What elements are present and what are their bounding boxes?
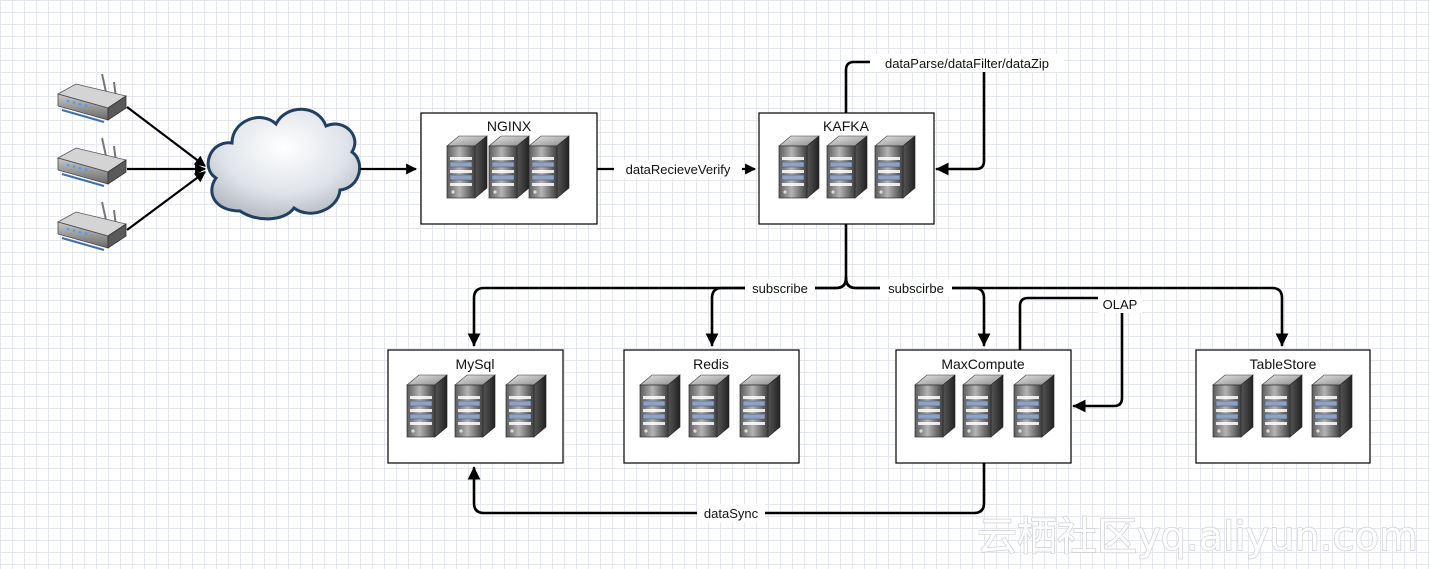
watermark: 云栖社区yq.aliyun.com — [977, 514, 1418, 560]
server-icon — [914, 374, 956, 438]
label-olap: OLAP — [1103, 297, 1138, 312]
server-icon — [688, 374, 730, 438]
node-title-nginx: NGINX — [487, 118, 532, 134]
edge-olap-loop: OLAP — [1018, 295, 1142, 413]
label-data-receive-verify: dataRecieveVerify — [626, 162, 731, 177]
edge-kafka-self-loop: dataParse/dataFilter/dataZip — [844, 54, 1064, 176]
router-icon — [57, 201, 127, 251]
node-nginx[interactable]: NGINX — [420, 112, 598, 225]
label-subscribe-right: subscirbe — [888, 281, 944, 296]
label-data-sync: dataSync — [704, 506, 759, 521]
server-icon — [505, 374, 547, 438]
server-icon — [739, 374, 781, 438]
node-tablestore[interactable]: TableStore — [1195, 349, 1371, 464]
server-icon — [1013, 374, 1055, 438]
server-icon — [488, 135, 530, 199]
node-title-mysql: MySql — [456, 356, 495, 372]
node-redis[interactable]: Redis — [623, 349, 800, 464]
server-icon — [962, 374, 1004, 438]
server-icon — [1311, 374, 1353, 438]
router-icon — [57, 73, 127, 123]
server-icon — [874, 135, 916, 199]
node-title-maxcompute: MaxCompute — [941, 356, 1024, 372]
server-icon — [406, 374, 448, 438]
node-title-kafka: KAFKA — [823, 118, 870, 134]
node-title-tablestore: TableStore — [1250, 356, 1317, 372]
node-kafka[interactable]: KAFKA — [758, 112, 935, 225]
node-maxcompute[interactable]: MaxCompute — [895, 349, 1072, 464]
server-icon — [778, 135, 820, 199]
edge-data-sync: dataSync — [467, 461, 986, 522]
node-mysql[interactable]: MySql — [387, 349, 564, 464]
label-subscribe-left: subscribe — [752, 281, 808, 296]
server-icon — [1212, 374, 1254, 438]
server-icon — [1261, 374, 1303, 438]
edge-devices-to-cloud — [126, 106, 207, 231]
node-title-redis: Redis — [693, 356, 729, 372]
edge-nginx-to-kafka: dataRecieveVerify — [597, 160, 757, 178]
server-icon — [826, 135, 868, 199]
server-icon — [446, 135, 488, 199]
cloud-icon — [206, 107, 362, 221]
edge-kafka-fanout: subscribe subscirbe — [467, 222, 1289, 347]
server-icon — [528, 135, 570, 199]
server-icon — [639, 374, 681, 438]
server-icon — [454, 374, 496, 438]
router-icon — [57, 137, 127, 187]
label-data-parse: dataParse/dataFilter/dataZip — [885, 56, 1049, 71]
